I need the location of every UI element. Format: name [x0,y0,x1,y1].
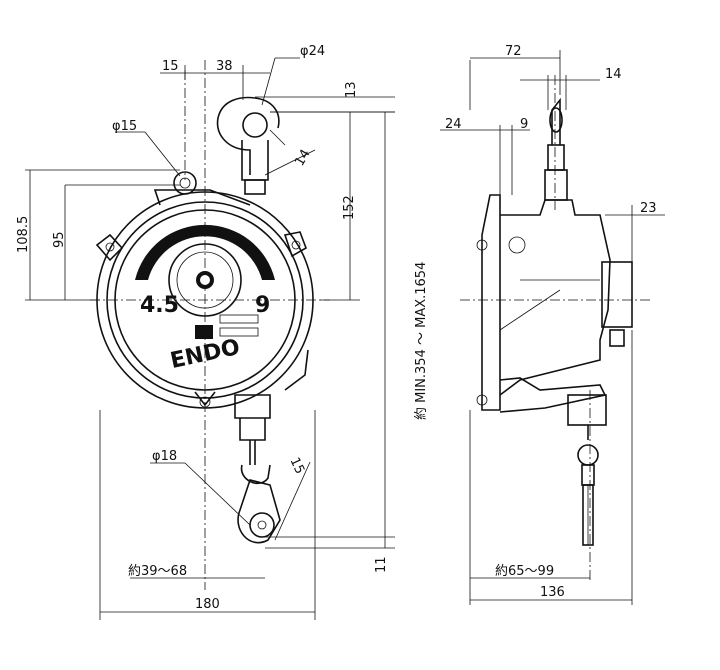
dim-152: 152 [342,195,357,220]
side-bottom-hook [577,425,599,546]
dim-side-23: 23 [640,201,657,216]
dim-side-65-99: 約65～99 [495,564,554,579]
dim-13: 13 [344,81,359,98]
dim-15-bottom: 15 [286,455,307,476]
dim-38: 38 [216,59,233,74]
side-view: 72 14 24 9 23 約65～99 136 [440,44,665,605]
dim-95: 95 [52,231,67,248]
front-dimensions: 15 38 φ24 13 14 φ15 152 [16,44,429,620]
dim-reach-39-68: 約39～68 [128,564,187,579]
dim-14-hook: 14 [292,147,313,169]
dim-side-9: 9 [520,117,528,132]
bottom-hook [237,440,281,544]
dim-side-72: 72 [505,44,522,59]
top-hook [216,96,286,195]
side-top-hook [544,97,568,201]
dim-phi24: φ24 [300,44,325,59]
dial-right-value: 9 [255,293,270,318]
dial-left-value: 4.5 [140,293,179,318]
dim-side-136: 136 [540,585,565,600]
dim-phi15: φ15 [112,119,137,134]
side-body [476,194,633,426]
front-view: 4.5 9 ENDO 15 38 φ24 [16,44,429,620]
dim-11: 11 [374,556,389,573]
dim-15-top: 15 [162,59,179,74]
dim-108-5: 108.5 [16,216,31,253]
dim-phi18: φ18 [152,449,177,464]
dim-180: 180 [195,597,220,612]
housing [95,189,314,441]
side-dimensions: 72 14 24 9 23 約65～99 136 [440,44,665,605]
dim-side-24: 24 [445,117,462,132]
dim-side-14: 14 [605,67,622,82]
dim-stroke-range: 約 MIN.354 ～ MAX.1654 [414,262,429,420]
